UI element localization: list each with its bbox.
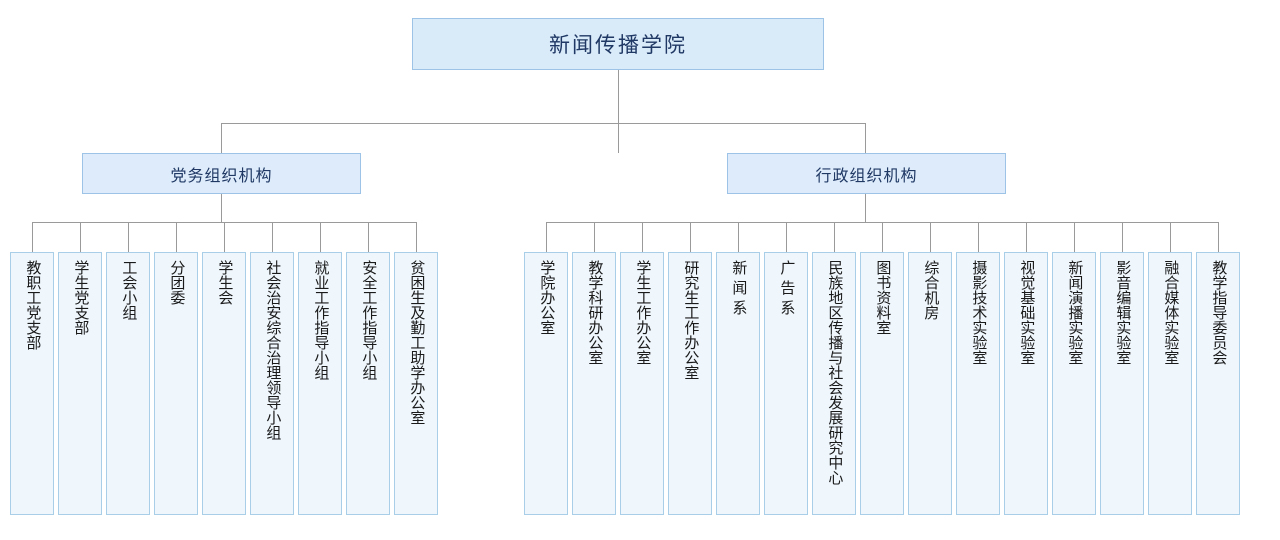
node-party-leaf-0[interactable]: 教职工党支部 — [10, 252, 54, 515]
node-party-leaf-5[interactable]: 社会治安综合治理领导小组 — [250, 252, 294, 515]
node-admin-leaf-stub-10 — [1026, 222, 1027, 252]
node-party-leaf-3[interactable]: 分团委 — [154, 252, 198, 515]
node-admin-leaf-stub-13 — [1170, 222, 1171, 252]
node-party-leaf-2-label: 工会小组 — [120, 260, 138, 320]
node-party-leaf-4-label: 学生会 — [216, 260, 234, 305]
node-root-label: 新闻传播学院 — [549, 34, 687, 57]
node-admin-leaf-stub-5 — [786, 222, 787, 252]
node-admin-leaf-11[interactable]: 新闻演播实验室 — [1052, 252, 1096, 515]
node-admin-leaf-1-label: 教学科研办公室 — [586, 260, 604, 365]
node-admin-leaf-7[interactable]: 图书资料室 — [860, 252, 904, 515]
node-admin-leaf-3-label: 研究生工作办公室 — [682, 260, 700, 380]
node-admin-leaf-13-label: 融合媒体实验室 — [1162, 260, 1180, 365]
node-party-leaf-1[interactable]: 学生党支部 — [58, 252, 102, 515]
node-branch-admin[interactable]: 行政组织机构 — [727, 153, 1006, 194]
node-admin-leaf-8-label: 综合机房 — [922, 260, 940, 320]
node-admin-leaf-9[interactable]: 摄影技术实验室 — [956, 252, 1000, 515]
node-admin-leaf-2[interactable]: 学生工作办公室 — [620, 252, 664, 515]
node-party-leaf-0-label: 教职工党支部 — [24, 260, 42, 350]
node-admin-leaf-14[interactable]: 教学指导委员会 — [1196, 252, 1240, 515]
node-party-leaf-6-label: 就业工作指导小组 — [312, 260, 330, 380]
node-party-leaf-4[interactable]: 学生会 — [202, 252, 246, 515]
node-party-leaf-1-label: 学生党支部 — [72, 260, 90, 335]
node-branch-party-label: 党务组织机构 — [170, 167, 273, 185]
node-admin-leaf-stub-1 — [594, 222, 595, 252]
node-party-leaf-stub-7 — [368, 222, 369, 252]
node-party-leaf-stub-3 — [176, 222, 177, 252]
node-party-leaf-stub-0 — [32, 222, 33, 252]
node-party-leaf-3-label: 分团委 — [168, 260, 186, 305]
node-party-leaf-7[interactable]: 安全工作指导小组 — [346, 252, 390, 515]
node-party-leaf-stub-5 — [272, 222, 273, 252]
node-admin-leaf-12[interactable]: 影音编辑实验室 — [1100, 252, 1144, 515]
node-party-leaf-stub-4 — [224, 222, 225, 252]
node-admin-leaf-7-label: 图书资料室 — [874, 260, 892, 335]
node-admin-leaf-1[interactable]: 教学科研办公室 — [572, 252, 616, 515]
node-admin-leaf-stub-3 — [690, 222, 691, 252]
connector-level2-bus — [221, 123, 865, 124]
node-admin-leaf-5[interactable]: 广告系 — [764, 252, 808, 515]
node-admin-leaf-stub-6 — [834, 222, 835, 252]
node-admin-leaf-stub-14 — [1218, 222, 1219, 252]
node-root[interactable]: 新闻传播学院 — [412, 18, 824, 70]
node-party-leaf-stub-2 — [128, 222, 129, 252]
node-admin-leaf-13[interactable]: 融合媒体实验室 — [1148, 252, 1192, 515]
node-admin-leaf-stub-12 — [1122, 222, 1123, 252]
node-admin-leaf-0[interactable]: 学院办公室 — [524, 252, 568, 515]
node-party-leaf-7-label: 安全工作指导小组 — [360, 260, 378, 380]
node-admin-leaf-stub-0 — [546, 222, 547, 252]
node-admin-leaf-6-label: 民族地区传播与社会发展研究中心 — [826, 260, 844, 485]
node-admin-leaf-stub-8 — [930, 222, 931, 252]
node-party-leaf-stub-8 — [416, 222, 417, 252]
node-admin-leaf-0-label: 学院办公室 — [538, 260, 556, 335]
node-party-leaf-8-label: 贫困生及勤工助学办公室 — [408, 260, 426, 425]
node-party-leaf-8[interactable]: 贫困生及勤工助学办公室 — [394, 252, 438, 515]
node-admin-leaf-stub-7 — [882, 222, 883, 252]
node-admin-leaf-6[interactable]: 民族地区传播与社会发展研究中心 — [812, 252, 856, 515]
node-admin-leaf-14-label: 教学指导委员会 — [1210, 260, 1228, 365]
node-party-leaf-stub-6 — [320, 222, 321, 252]
node-admin-leaf-stub-2 — [642, 222, 643, 252]
node-party-leaf-stub-1 — [80, 222, 81, 252]
connector-branch-left-stub — [221, 123, 222, 153]
node-admin-leaf-10-label: 视觉基础实验室 — [1018, 260, 1036, 365]
node-admin-leaf-4-label: 新闻系 — [730, 260, 748, 320]
node-admin-leaf-stub-11 — [1074, 222, 1075, 252]
node-admin-leaf-stub-9 — [978, 222, 979, 252]
node-admin-leaf-stub-4 — [738, 222, 739, 252]
node-admin-leaf-9-label: 摄影技术实验室 — [970, 260, 988, 365]
connector-branch-right-stub — [865, 123, 866, 153]
connector-party-drop — [221, 194, 222, 222]
node-admin-leaf-8[interactable]: 综合机房 — [908, 252, 952, 515]
connector-admin-drop — [865, 194, 866, 222]
node-admin-leaf-4[interactable]: 新闻系 — [716, 252, 760, 515]
connector-root-drop — [618, 70, 619, 153]
node-admin-leaf-11-label: 新闻演播实验室 — [1066, 260, 1084, 365]
node-party-leaf-2[interactable]: 工会小组 — [106, 252, 150, 515]
node-admin-leaf-10[interactable]: 视觉基础实验室 — [1004, 252, 1048, 515]
node-party-leaf-5-label: 社会治安综合治理领导小组 — [264, 260, 282, 440]
node-admin-leaf-12-label: 影音编辑实验室 — [1114, 260, 1132, 365]
node-branch-party[interactable]: 党务组织机构 — [82, 153, 361, 194]
node-admin-leaf-5-label: 广告系 — [778, 260, 796, 320]
node-admin-leaf-3[interactable]: 研究生工作办公室 — [668, 252, 712, 515]
node-admin-leaf-2-label: 学生工作办公室 — [634, 260, 652, 365]
node-branch-admin-label: 行政组织机构 — [815, 167, 918, 185]
node-party-leaf-6[interactable]: 就业工作指导小组 — [298, 252, 342, 515]
